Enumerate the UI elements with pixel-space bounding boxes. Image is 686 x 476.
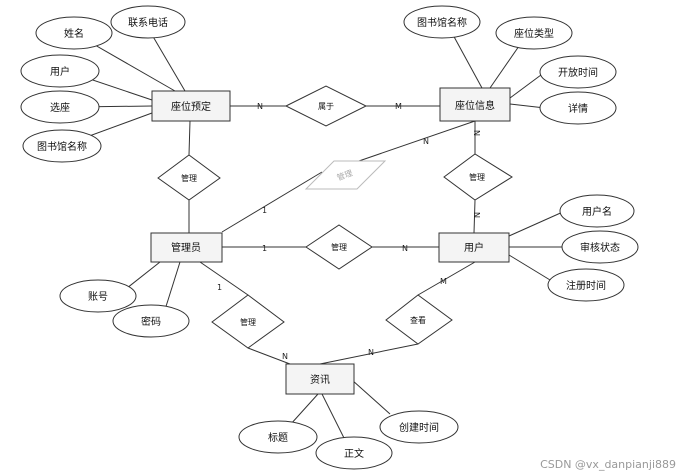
attribute-label: 标题 bbox=[268, 432, 288, 444]
entity-label: 座位信息 bbox=[455, 99, 495, 112]
cardinality-label: M bbox=[440, 277, 447, 286]
entity-label: 座位预定 bbox=[171, 100, 211, 113]
attribute-label: 详情 bbox=[568, 102, 588, 115]
attribute-label: 座位类型 bbox=[514, 27, 554, 40]
entity-label: 用户 bbox=[464, 241, 484, 254]
attribute-label: 开放时间 bbox=[558, 66, 598, 79]
relationship-label: 管理 bbox=[240, 317, 256, 327]
attribute-review-status: 审核状态 bbox=[561, 230, 639, 264]
cardinality-label: 1 bbox=[262, 244, 267, 253]
attribute-label: 审核状态 bbox=[580, 241, 620, 254]
attribute-title: 标题 bbox=[238, 420, 318, 454]
attribute-reg-time: 注册时间 bbox=[547, 268, 625, 302]
attribute-label: 创建时间 bbox=[399, 421, 439, 434]
attribute-booking-user: 用户 bbox=[20, 54, 100, 88]
attribute-label: 姓名 bbox=[64, 27, 84, 40]
relationship-label: 管理 bbox=[181, 173, 197, 183]
relationship-label: 查看 bbox=[410, 315, 426, 325]
relationship-manage-seat-info: 管理 bbox=[443, 153, 513, 201]
attribute-label: 账号 bbox=[88, 291, 108, 303]
attribute-label: 正文 bbox=[344, 447, 364, 460]
attribute-open-time: 开放时间 bbox=[539, 55, 617, 89]
cardinality-label: N bbox=[282, 352, 288, 361]
watermark-text: CSDN @vx_danpianji889 bbox=[540, 458, 676, 471]
entity-admin: 管理员 bbox=[150, 232, 223, 263]
attribute-label: 选座 bbox=[50, 101, 70, 114]
attribute-seat-select: 选座 bbox=[20, 90, 100, 124]
cardinality-label: N bbox=[423, 137, 429, 146]
attribute-label: 用户 bbox=[50, 65, 70, 78]
relationship-label: 管理 bbox=[469, 172, 485, 182]
cardinality-label: M bbox=[395, 102, 402, 111]
attribute-label: 图书馆名称 bbox=[37, 140, 87, 153]
attribute-label: 图书馆名称 bbox=[417, 16, 467, 29]
attribute-label: 联系电话 bbox=[128, 16, 168, 29]
relationship-belongs: 属于 bbox=[284, 85, 368, 127]
entity-label: 资讯 bbox=[310, 374, 330, 386]
attribute-label: 用户名 bbox=[582, 205, 612, 218]
attribute-username: 用户名 bbox=[559, 194, 635, 228]
relationship-manage-user: 管理 bbox=[305, 224, 373, 270]
attribute-create-time: 创建时间 bbox=[379, 410, 459, 444]
relationship-label: 属于 bbox=[318, 102, 334, 111]
cardinality-label: N bbox=[368, 348, 374, 357]
entity-user: 用户 bbox=[438, 232, 510, 263]
attribute-details: 详情 bbox=[539, 91, 617, 125]
relationship-label: 管理 bbox=[331, 242, 347, 252]
attribute-name: 姓名 bbox=[35, 16, 113, 50]
cardinality-label: N bbox=[402, 244, 408, 253]
attribute-label: 密码 bbox=[141, 315, 161, 328]
entity-seat-info: 座位信息 bbox=[439, 87, 511, 122]
entity-seat-booking: 座位预定 bbox=[151, 90, 231, 122]
cardinality-label: N bbox=[257, 102, 263, 111]
attribute-info-library: 图书馆名称 bbox=[403, 5, 481, 39]
entity-label: 管理员 bbox=[171, 241, 201, 254]
attribute-account: 账号 bbox=[59, 279, 137, 313]
cardinality-label: 1 bbox=[262, 206, 267, 215]
relationship-manage-user-info: 管理 bbox=[304, 160, 387, 190]
attribute-phone: 联系电话 bbox=[110, 5, 186, 39]
attribute-body: 正文 bbox=[315, 436, 393, 470]
relationship-view: 查看 bbox=[385, 294, 453, 345]
cardinality-label: N bbox=[472, 212, 481, 218]
attribute-password: 密码 bbox=[112, 304, 190, 338]
attribute-seat-type: 座位类型 bbox=[495, 16, 573, 50]
relationship-manage-news: 管理 bbox=[211, 294, 285, 349]
attribute-booking-library: 图书馆名称 bbox=[22, 129, 102, 163]
entity-news: 资讯 bbox=[285, 363, 355, 395]
relationship-manage-booking: 管理 bbox=[157, 154, 221, 201]
cardinality-label: N bbox=[472, 130, 481, 136]
cardinality-label: 1 bbox=[217, 283, 222, 292]
attribute-label: 注册时间 bbox=[566, 279, 606, 292]
